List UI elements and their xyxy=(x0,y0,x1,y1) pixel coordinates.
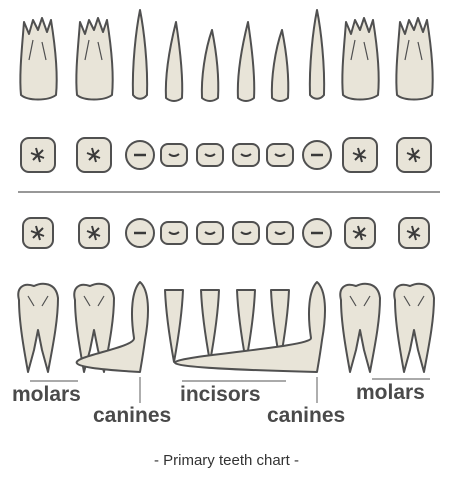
lower-molar-occlusal-9 xyxy=(345,218,375,248)
lower-incisor-occlusal-5 xyxy=(197,222,223,244)
upper-molar-occlusal-2 xyxy=(77,138,111,172)
upper-incisor-occlusal-4 xyxy=(161,144,187,166)
chart-caption: - Primary teeth chart - xyxy=(0,452,453,469)
upper-incisor-side-5 xyxy=(202,30,218,101)
lower-molar-occlusal-1 xyxy=(23,218,53,248)
upper-canine-occlusal-3 xyxy=(126,141,154,169)
lower-molar-side-1 xyxy=(18,284,58,372)
lower-molar-side-9 xyxy=(340,284,380,372)
label-molars-left: molars xyxy=(12,384,81,406)
upper-molar-side-10 xyxy=(396,18,432,100)
upper-molar-occlusal-9 xyxy=(343,138,377,172)
label-canines-left: canines xyxy=(93,405,171,427)
label-incisors: incisors xyxy=(180,384,261,406)
upper-incisor-side-6 xyxy=(238,22,254,101)
label-molars-right: molars xyxy=(356,382,425,404)
lower-incisor-occlusal-4 xyxy=(161,222,187,244)
upper-molar-side-2 xyxy=(76,18,112,100)
label-canines-right: canines xyxy=(267,405,345,427)
upper-incisor-occlusal-6 xyxy=(233,144,259,166)
upper-molar-occlusal-10 xyxy=(397,138,431,172)
upper-incisor-side-4 xyxy=(166,22,182,101)
upper-canine-occlusal-8 xyxy=(303,141,331,169)
upper-molar-occlusal-1 xyxy=(21,138,55,172)
lower-incisor-occlusal-7 xyxy=(267,222,293,244)
lower-molar-occlusal-2 xyxy=(79,218,109,248)
upper-canine-side-3 xyxy=(133,10,147,99)
lower-incisor-occlusal-6 xyxy=(233,222,259,244)
lower-canine-occlusal-8 xyxy=(303,219,331,247)
upper-molar-side-1 xyxy=(20,18,56,100)
upper-incisor-occlusal-7 xyxy=(267,144,293,166)
lower-incisor-side-5 xyxy=(201,290,219,362)
lower-incisor-side-4 xyxy=(165,290,183,362)
upper-incisor-side-7 xyxy=(272,30,288,101)
upper-incisor-occlusal-5 xyxy=(197,144,223,166)
lower-canine-occlusal-3 xyxy=(126,219,154,247)
lower-molar-occlusal-10 xyxy=(399,218,429,248)
lower-molar-side-10 xyxy=(394,284,434,372)
upper-molar-side-9 xyxy=(342,18,378,100)
upper-canine-side-8 xyxy=(310,10,324,99)
